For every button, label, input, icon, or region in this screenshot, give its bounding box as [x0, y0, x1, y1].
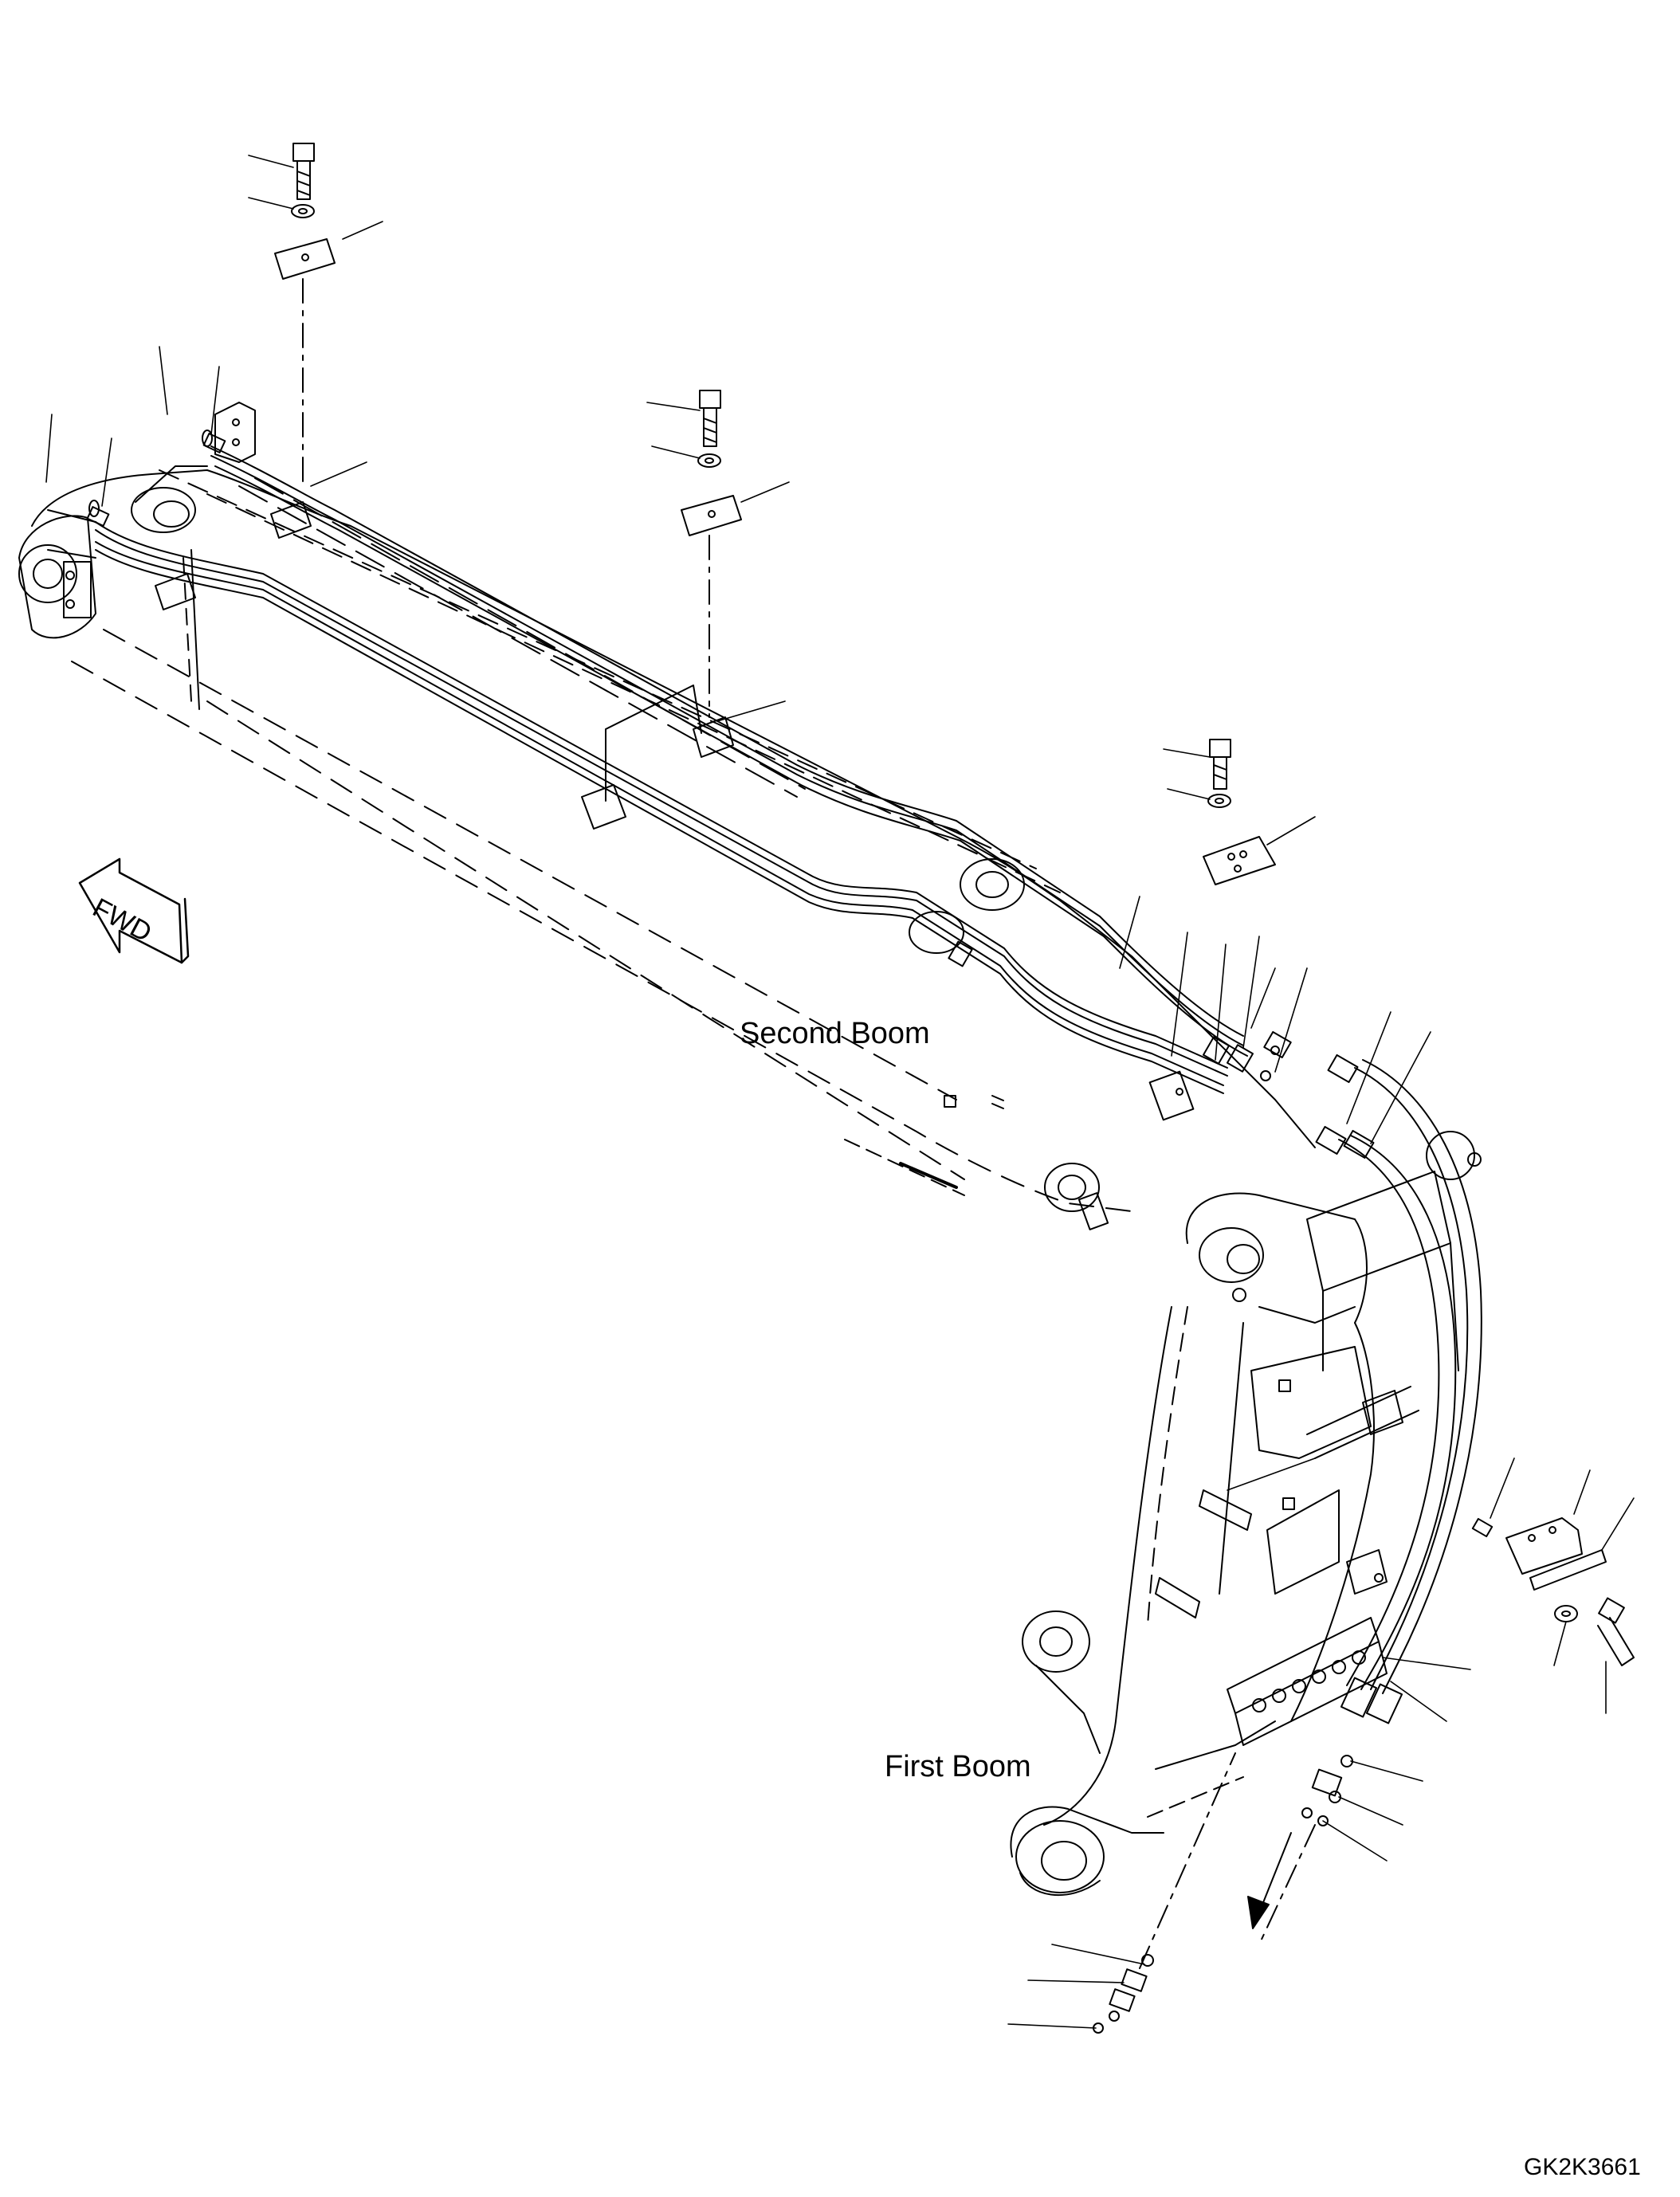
lower-fittings: [1093, 1753, 1352, 2033]
leader-lines: [46, 155, 1634, 2028]
fwd-arrow-icon: [80, 859, 188, 963]
first-boom-label: First Boom: [885, 1750, 1031, 1783]
first-boom: [1011, 1132, 1481, 1895]
drawing-id: GK2K3661: [1524, 2154, 1641, 2180]
second-boom-label: Second Boom: [740, 1017, 930, 1050]
side-hardware: [1473, 1518, 1634, 1665]
fittings-cluster: [1203, 1032, 1374, 1158]
second-boom: [19, 466, 1315, 1230]
pipe-clamps: [155, 502, 1193, 1120]
exploded-hardware: [275, 143, 1275, 885]
pipe-lines: [48, 402, 1247, 1093]
